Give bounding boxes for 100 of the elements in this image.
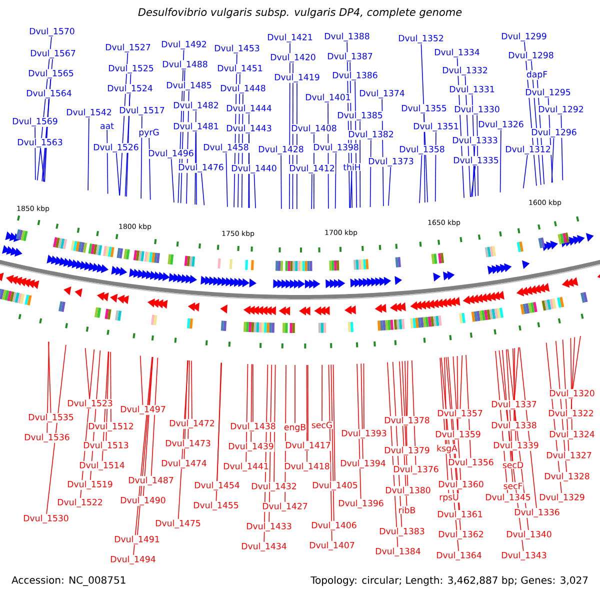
gene-label: Dvul_1455: [192, 501, 240, 511]
gene-label: pyrG: [138, 128, 160, 138]
leader-line: [46, 344, 66, 514]
leader-line: [306, 364, 308, 462]
leader-line: [334, 152, 336, 209]
gene-label: thiH: [342, 163, 362, 171]
gene-label: Dvul_1408: [290, 124, 338, 134]
leader-line: [419, 154, 422, 204]
gene-label: Dvul_1427: [262, 502, 308, 512]
gene-label: Dvul_1340: [506, 530, 552, 540]
leader-line: [188, 360, 190, 440]
leader-line: [226, 152, 228, 208]
gene-label: Dvul_1339: [492, 441, 540, 451]
leader-line: [388, 166, 392, 206]
genome-info-label: Topology: circular; Length: 3,462,887 bp; Genes: 3,027: [310, 576, 588, 586]
gene-label: Dvul_1320: [548, 389, 596, 399]
leader-line: [40, 148, 44, 182]
leader-line: [456, 356, 458, 430]
gene-label: Dvul_1405: [312, 481, 358, 491]
gene-label: Dvul_1296: [530, 128, 578, 138]
leader-line: [514, 348, 516, 422]
gene-label: Dvul_1327: [546, 451, 592, 461]
gene-label: Dvul_1357: [436, 409, 484, 419]
gene-label: secD: [502, 461, 524, 469]
gene-label: Dvul_1570: [28, 27, 76, 37]
gene-label: Dvul_1417: [284, 441, 332, 451]
gene-label: Dvul_1387: [326, 52, 374, 62]
gene-label: Dvul_1512: [88, 422, 134, 432]
leader-line: [250, 364, 252, 442]
leader-line: [280, 154, 282, 210]
leader-line: [572, 336, 581, 390]
gene-label: Dvul_1496: [148, 149, 194, 159]
gene-label: Dvul_1298: [508, 51, 554, 61]
gene-label: Dvul_1393: [340, 429, 388, 439]
gene-label: Dvul_1428: [258, 145, 304, 155]
leader-line: [150, 357, 158, 476]
leader-line: [500, 130, 502, 193]
gene-label: Dvul_1476: [178, 163, 224, 173]
gene-label: Dvul_1330: [454, 105, 500, 115]
gene-label: Dvul_1398: [312, 143, 360, 153]
gene-label: Dvul_1542: [66, 108, 112, 118]
leader-line: [140, 116, 142, 199]
gene-label: Dvul_1563: [16, 138, 64, 148]
gene-label: Dvul_1337: [490, 400, 538, 410]
gene-label: Dvul_1526: [92, 143, 140, 153]
gene-label: secG: [310, 421, 334, 429]
gene-label: secF: [502, 482, 524, 490]
leader-line: [46, 341, 50, 434]
gene-label: Dvul_1332: [442, 66, 488, 76]
gene-label: Dvul_1421: [266, 33, 314, 43]
gene-label: Dvul_1334: [434, 48, 480, 58]
gene-label: Dvul_1373: [368, 157, 414, 167]
title: Desulfovibrio vulgaris subsp. vulgaris DP4, complete genome: [138, 8, 462, 18]
gene-label: Dvul_1362: [438, 530, 484, 540]
gene-label: Dvul_1458: [202, 143, 250, 153]
leader-line: [216, 362, 222, 502]
gene-label: Dvul_1491: [114, 535, 160, 545]
leader-line: [406, 360, 408, 416]
gene-label: Dvul_1382: [348, 130, 394, 140]
gene-label: ksgA: [436, 444, 458, 454]
leader-line: [48, 341, 52, 414]
gene-label: Dvul_1351: [412, 122, 460, 132]
gene-label: Dvul_1326: [478, 120, 524, 130]
leader-line: [294, 364, 296, 424]
gene-label: Dvul_1364: [436, 551, 482, 561]
gene-label: Dvul_1394: [340, 459, 386, 469]
gene-label: Dvul_1412: [288, 164, 336, 174]
leader-line: [140, 355, 144, 406]
gene-label: Dvul_1312: [504, 145, 552, 155]
gene-label: Dvul_1407: [308, 541, 356, 551]
gene-label: Dvul_1567: [30, 49, 76, 59]
gene-label: Dvul_1519: [66, 480, 114, 490]
leader-line: [274, 364, 276, 482]
leader-line: [170, 158, 174, 203]
gene-label: Dvul_1513: [82, 441, 130, 451]
gene-label: Dvul_1488: [162, 60, 208, 70]
leader-line: [110, 351, 112, 422]
gene-label: Dvul_1386: [332, 71, 378, 81]
gene-label: Dvul_1494: [110, 555, 156, 565]
gene-label: Dvul_1356: [448, 458, 494, 468]
gene-label: Dvul_1564: [26, 89, 72, 99]
gene-label: Dvul_1535: [28, 413, 74, 423]
gene-label: Dvul_1328: [544, 472, 590, 482]
leader-line: [201, 172, 205, 206]
leader-line: [434, 132, 436, 202]
gene-label: Dvul_1536: [24, 433, 70, 443]
gene-label: Dvul_1443: [226, 124, 272, 134]
gene-label: Dvul_1352: [398, 34, 444, 44]
gene-label: Dvul_1565: [28, 69, 74, 79]
gene-label: Dvul_1333: [452, 136, 498, 146]
gene-label: Dvul_1343: [500, 551, 548, 561]
gene-label: Dvul_1530: [22, 514, 70, 524]
gene-label: Dvul_1485: [166, 81, 212, 91]
gene-label: Dvul_1440: [230, 164, 278, 174]
gene-label: Dvul_1359: [434, 430, 482, 440]
leader-line: [330, 364, 334, 522]
gene-label: Dvul_1420: [270, 53, 316, 63]
leader-line: [551, 138, 554, 184]
gene-label: Dvul_1454: [194, 481, 240, 491]
gene-label: Dvul_1492: [160, 40, 208, 50]
